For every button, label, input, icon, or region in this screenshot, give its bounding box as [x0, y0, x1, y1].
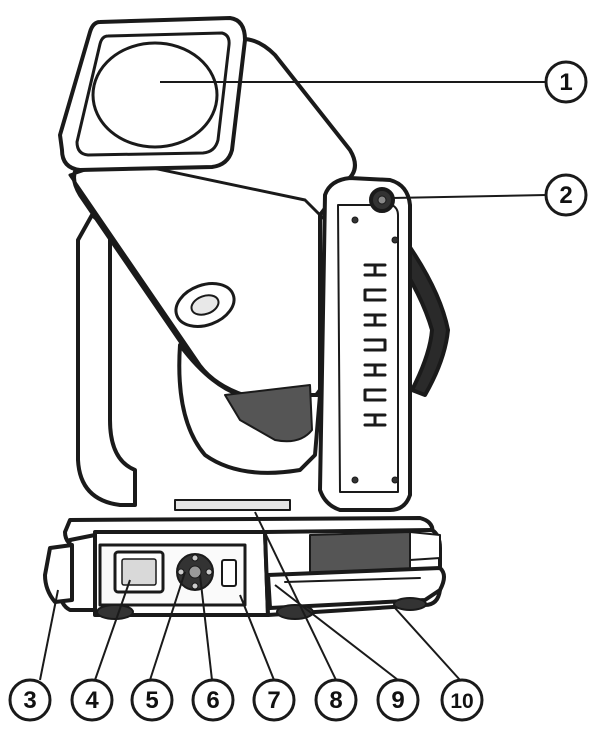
callout-7-label: 7: [267, 687, 280, 714]
cable-strap: [393, 238, 450, 397]
callout-3: 3: [8, 678, 52, 722]
leader-line-10: [394, 607, 461, 681]
callout-4-label: 4: [85, 687, 99, 714]
callout-10-label: 10: [450, 690, 473, 713]
head-side-panel: [68, 158, 332, 397]
callout-2: 2: [544, 173, 588, 217]
leader-line-6: [199, 574, 213, 681]
panel-port: [221, 559, 237, 587]
foot: [276, 604, 314, 620]
base-handle-slot: [284, 577, 421, 583]
leader-line-3: [39, 589, 59, 681]
yoke-arm-back: [76, 213, 137, 507]
leader-lines: [39, 81, 547, 681]
leader-line-4: [94, 579, 131, 681]
head-mesh-vent: [224, 384, 313, 443]
lens-bezel-inner: [75, 31, 231, 157]
button-dot: [205, 568, 213, 576]
button-dot: [177, 568, 185, 576]
callout-9: 9: [376, 678, 420, 722]
base-handle: [43, 543, 74, 604]
display-screen-inner: [121, 558, 157, 586]
arm-screw: [391, 236, 399, 244]
callout-8-label: 8: [329, 687, 342, 714]
callout-10: 10: [440, 678, 484, 722]
callout-6-label: 6: [206, 687, 219, 714]
foot: [96, 604, 134, 620]
callout-5-label: 5: [145, 687, 158, 714]
arm-screw: [351, 476, 359, 484]
callout-8: 8: [314, 678, 358, 722]
arm-brand-lettering: [363, 263, 387, 427]
fixture-illustration: [43, 16, 450, 620]
callout-3-label: 3: [23, 687, 36, 714]
callout-6: 6: [191, 678, 235, 722]
callout-2-label: 2: [559, 182, 572, 209]
leader-line-5: [149, 571, 186, 681]
tilt-knob-center: [377, 195, 387, 205]
leader-line-2: [391, 194, 547, 199]
arm-screw: [391, 476, 399, 484]
callout-1: 1: [544, 60, 588, 104]
callout-1-label: 1: [559, 69, 572, 96]
label-plate: [174, 499, 291, 511]
foot: [393, 597, 427, 611]
leader-line-8: [254, 511, 337, 681]
button-pad-center: [188, 565, 202, 579]
callout-7: 7: [252, 678, 296, 722]
leader-line-7: [239, 594, 275, 681]
base-side-grip: [409, 531, 441, 561]
callout-5: 5: [130, 678, 174, 722]
callout-9-label: 9: [391, 687, 404, 714]
lens-glass: [91, 41, 219, 149]
arm-screw: [351, 216, 359, 224]
yoke-arm-front: [318, 176, 412, 512]
button-dot: [191, 582, 199, 590]
callout-4: 4: [70, 678, 114, 722]
head-logo-inner: [190, 294, 220, 316]
leader-line-9: [274, 584, 399, 681]
button-dot: [191, 554, 199, 562]
